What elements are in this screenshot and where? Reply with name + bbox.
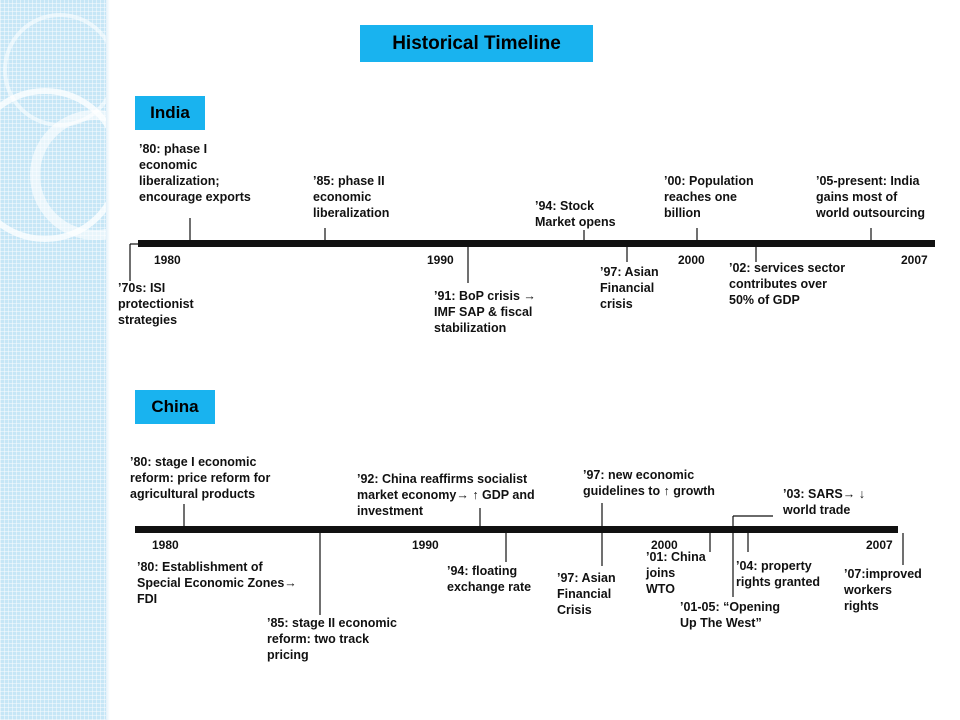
- china-year-2007: 2007: [866, 538, 893, 552]
- event-line: Market opens: [535, 215, 616, 229]
- decorative-side-panel: [0, 0, 106, 720]
- event-line: stabilization: [434, 321, 506, 335]
- india-year-2000: 2000: [678, 253, 705, 267]
- china-axis: [135, 526, 898, 533]
- event-line: ’05-present: India: [816, 174, 921, 188]
- india-label: India: [135, 96, 205, 130]
- event-line: agricultural products: [130, 487, 255, 501]
- event-line: ’85: stage II economic: [267, 616, 397, 630]
- page-title: Historical Timeline: [360, 25, 593, 62]
- event-line: 50% of GDP: [729, 293, 800, 307]
- event-line: Crisis: [557, 603, 592, 617]
- event-line: exchange rate: [447, 580, 531, 594]
- event-line: rights granted: [736, 575, 820, 589]
- event-line: pricing: [267, 648, 309, 662]
- india-year-2007: 2007: [901, 253, 928, 267]
- event-cn-0105: ’01-05: “Opening Up The West”: [680, 600, 780, 630]
- event-line: ’94: Stock: [535, 199, 594, 213]
- event-in-02: ’02: services sector contributes over 50% …: [729, 261, 845, 307]
- event-line: Financial: [600, 281, 654, 295]
- event-line: market economy→ ↑ GDP and: [357, 488, 535, 502]
- india-year-1980: 1980: [154, 253, 181, 267]
- event-line: ’80: stage I economic: [130, 455, 256, 469]
- event-cn-04: ’04: property rights granted: [736, 559, 820, 589]
- event-line: strategies: [118, 313, 177, 327]
- event-line: rights: [844, 599, 879, 613]
- event-cn-80b: ’80: Establishment of Special Economic Zo…: [137, 560, 297, 606]
- event-line: ’00: Population: [664, 174, 754, 188]
- event-line: workers: [843, 583, 892, 597]
- event-line: ’91: BoP crisis →: [434, 289, 536, 303]
- event-line: WTO: [646, 582, 675, 596]
- event-line: reform: price reform for: [130, 471, 270, 485]
- event-line: ’03: SARS→ ↓: [783, 487, 865, 501]
- event-line: liberalization: [313, 206, 389, 220]
- event-line: Up The West”: [680, 616, 762, 630]
- event-line: liberalization;: [139, 174, 220, 188]
- event-line: ’01: China: [646, 550, 707, 564]
- event-cn-85: ’85: stage II economic reform: two track p…: [267, 616, 397, 662]
- event-line: ’07:improved: [844, 567, 922, 581]
- china-year-1980: 1980: [152, 538, 179, 552]
- event-line: investment: [357, 504, 424, 518]
- event-labels: ’80: phase I economic liberalization; encou…: [118, 142, 925, 662]
- event-cn-92: ’92: China reaffirms socialist market eco…: [357, 472, 535, 518]
- event-line: reform: two track: [267, 632, 369, 646]
- event-line: contributes over: [729, 277, 827, 291]
- event-in-91: ’91: BoP crisis → IMF SAP & fiscal stabili…: [434, 289, 536, 335]
- event-line: Special Economic Zones→: [137, 576, 297, 590]
- event-cn-03: ’03: SARS→ ↓ world trade: [782, 487, 865, 517]
- event-line: world trade: [782, 503, 850, 517]
- event-line: ’80: phase I: [139, 142, 207, 156]
- event-in-80: ’80: phase I economic liberalization; encou…: [139, 142, 251, 204]
- event-line: ’70s: ISI: [118, 281, 165, 295]
- event-line: encourage exports: [139, 190, 251, 204]
- india-year-1990: 1990: [427, 253, 454, 267]
- china-label: China: [135, 390, 215, 424]
- event-in-00: ’00: Population reaches one billion: [664, 174, 754, 220]
- event-line: ’92: China reaffirms socialist: [357, 472, 528, 486]
- event-line: economic: [139, 158, 197, 172]
- event-line: joins: [645, 566, 675, 580]
- event-line: economic: [313, 190, 371, 204]
- panel-edge: [106, 0, 110, 720]
- event-line: billion: [664, 206, 701, 220]
- event-line: ’97: new economic: [583, 468, 694, 482]
- china-year-2000: 2000: [651, 538, 678, 552]
- event-line: ’85: phase II: [313, 174, 385, 188]
- event-line: world outsourcing: [815, 206, 925, 220]
- event-line: FDI: [137, 592, 157, 606]
- china-year-1990: 1990: [412, 538, 439, 552]
- event-line: ’97: Asian: [557, 571, 616, 585]
- event-line: guidelines to ↑ growth: [583, 484, 715, 498]
- event-line: reaches one: [664, 190, 737, 204]
- india-axis: [138, 240, 935, 247]
- event-cn-07: ’07:improved workers rights: [843, 567, 922, 613]
- event-line: ’01-05: “Opening: [680, 600, 780, 614]
- decorative-rings: [0, 13, 106, 242]
- event-line: ’94: floating: [447, 564, 517, 578]
- event-in-70: ’70s: ISI protectionist strategies: [118, 281, 195, 327]
- event-in-05: ’05-present: India gains most of world out…: [815, 174, 925, 220]
- event-line: IMF SAP & fiscal: [434, 305, 532, 319]
- event-cn-97a: ’97: new economic guidelines to ↑ growth: [583, 468, 715, 498]
- event-cn-94: ’94: floating exchange rate: [447, 564, 531, 594]
- event-line: protectionist: [118, 297, 195, 311]
- event-line: Financial: [557, 587, 611, 601]
- event-line: ’02: services sector: [729, 261, 845, 275]
- event-line: ’97: Asian: [600, 265, 659, 279]
- event-line: gains most of: [816, 190, 898, 204]
- event-line: ’80: Establishment of: [137, 560, 264, 574]
- event-line: ’04: property: [736, 559, 812, 573]
- event-cn-80a: ’80: stage I economic reform: price refor…: [130, 455, 270, 501]
- event-line: crisis: [600, 297, 633, 311]
- event-in-85: ’85: phase II economic liberalization: [313, 174, 389, 220]
